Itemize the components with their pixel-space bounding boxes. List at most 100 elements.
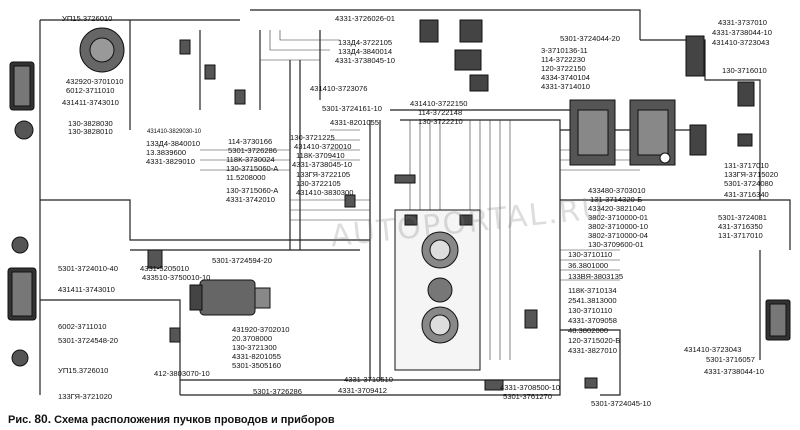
label-left-4: 130-3828030 xyxy=(68,119,113,128)
harness-lower-right xyxy=(560,329,621,396)
label-topright-5: 4331-3714010 xyxy=(541,82,590,91)
switch-center-icon xyxy=(344,194,356,208)
label-bottom-20: 4331-3708500-10 xyxy=(500,383,560,392)
label-bottom-22: 5301-3724045-10 xyxy=(591,399,651,408)
label-bottom-19: 4331-3709412 xyxy=(338,386,387,395)
label-bottom-8: 120-3715020-Б xyxy=(568,336,621,345)
sensor-small-icon xyxy=(234,89,246,105)
label-top-17: 431410-3720010 xyxy=(294,142,352,151)
label-topright-6: 431410-3722150 xyxy=(410,99,468,108)
label-top-18: 118К-3709410 xyxy=(296,151,345,160)
switch-bottom-icon xyxy=(169,327,181,343)
label-bottom-4: 2541.3813000 xyxy=(568,296,617,305)
label-bottom-13: 130-3721300 xyxy=(232,343,277,352)
fuse-icon xyxy=(484,379,504,391)
label-top-1: 133Д4-3722105 xyxy=(338,38,393,47)
label-bottom-5: 130-3710110 xyxy=(568,306,613,315)
label-topright-0: 5301-3724044-20 xyxy=(560,34,620,43)
sensor-bottom-icon xyxy=(584,377,598,389)
label-top-11: 11.5208000 xyxy=(226,173,266,182)
label-right-13: 3802-3710000-04 xyxy=(588,231,648,240)
label-bottom-21: 5301-3761270 xyxy=(503,392,552,401)
headlight-top-left-icon xyxy=(9,61,35,111)
label-left-5: 130-3828010 xyxy=(68,127,113,136)
harness-top-right xyxy=(640,39,761,130)
connector-left-icon xyxy=(147,249,163,269)
label-top-22: 431410-3830300 xyxy=(296,188,354,197)
label-topright-3: 120-3722150 xyxy=(541,64,586,73)
label-right-9: 131-3714320-Б xyxy=(590,195,643,204)
label-bottom-6: 4331-3709058 xyxy=(568,316,617,325)
label-top-23: 130-3715060-А xyxy=(226,186,279,195)
label-bottom-10: 5301-3724594-20 xyxy=(212,256,272,265)
label-right-17: 131-3717010 xyxy=(718,231,763,240)
label-top-13: 133Д4-3840010 xyxy=(146,139,201,148)
label-right-1: 4331-3738044-10 xyxy=(712,28,772,37)
label-bottom-0: 130-3710110 xyxy=(568,250,613,259)
label-top-4: 431410-3723076 xyxy=(310,84,368,93)
label-left-1: 432920-3701010 xyxy=(66,77,124,86)
label-right-3: 130-3716010 xyxy=(722,66,767,75)
label-left-3: 431411-3743010 xyxy=(62,98,119,107)
label-right-12: 3802-3710000-10 xyxy=(588,222,648,231)
label-top-6: 4331-8201055 xyxy=(330,118,379,127)
switch-icon xyxy=(204,64,216,80)
fuse-box-icon xyxy=(569,99,676,166)
label-right-16: 431-3716350 xyxy=(718,222,763,231)
label-left-10: 6002-3711010 xyxy=(58,322,107,331)
starter-icon xyxy=(189,279,271,316)
label-bottom-9: 4331-3827010 xyxy=(568,346,617,355)
harness-right xyxy=(730,130,791,360)
label-right-11: 3802-3710000-01 xyxy=(588,213,648,222)
label-top-19: 4331-3738045-10 xyxy=(292,160,352,169)
label-bottom-12: 20.3708000 xyxy=(232,334,273,343)
label-topright-7: 114-3722148 xyxy=(418,108,463,117)
label-left-0: УП15.3726010 xyxy=(62,14,113,23)
harness-lower-left xyxy=(40,299,181,395)
label-left-9: 431411-3743010 xyxy=(58,285,115,294)
figure-caption: Рис. 80. Схема расположения пучков прово… xyxy=(8,412,335,426)
label-top-7: 114-3730166 xyxy=(228,137,273,146)
lamp-lower-left-icon xyxy=(11,236,29,254)
harness-upper-branch xyxy=(129,20,321,130)
label-top-16: 130-3721225 xyxy=(290,133,335,142)
label-right-10: 433420-3821040 xyxy=(588,204,646,213)
label-bottom-18: 4331-3710510 xyxy=(344,375,393,384)
rear-lamp-right-icon xyxy=(765,299,791,341)
label-right-14: 130-3709600-01 xyxy=(588,240,644,249)
label-left-11: 5301-3724548-20 xyxy=(58,336,118,345)
label-left-6: 5301-3724010-40 xyxy=(58,264,118,273)
label-topright-2: 114-3722230 xyxy=(541,55,586,64)
connector-icon xyxy=(394,174,416,184)
label-top-21: 130-3722105 xyxy=(296,179,341,188)
label-bottomright-2: 4331-3738044-10 xyxy=(704,367,764,376)
label-top-15: 4331-3829010 xyxy=(146,157,195,166)
label-bottom-17: 5301-3726286 xyxy=(253,387,302,396)
headlight-bottom-left-icon xyxy=(7,267,37,321)
label-top-9: 118К-3730024 xyxy=(226,155,275,164)
instrument-panel-icon xyxy=(394,209,481,371)
label-right-4: 131-3717010 xyxy=(724,161,769,170)
harness-center-vertical xyxy=(289,60,381,380)
label-left-2: 6012-3711010 xyxy=(66,86,115,95)
label-bottom-1: 36.3801000 xyxy=(568,261,609,270)
label-top-10: 130-3715060-А xyxy=(226,164,279,173)
label-left-12: УП15.3726010 xyxy=(58,366,109,375)
harness-top xyxy=(40,9,641,40)
label-top-5: 5301-3724161-10 xyxy=(322,104,382,113)
caption-prefix: Рис. xyxy=(8,414,32,426)
label-left-13: 133ГЯ-3721020 xyxy=(58,392,113,401)
label-top-14: 13.3839600 xyxy=(146,148,187,157)
lamp-left-icon xyxy=(14,120,34,140)
label-bottomright-0: 431410-3723043 xyxy=(684,345,742,354)
label-left-8: 433510-3750010-10 xyxy=(142,273,211,282)
label-topright-1: 3-3710136-11 xyxy=(541,46,588,55)
label-top-0: 4331-3726026-01 xyxy=(335,14,395,23)
harness-middle xyxy=(130,239,370,251)
label-top-3: 4331-3738045-10 xyxy=(335,56,395,65)
label-top-12: 431410-3829030-10 xyxy=(147,129,202,135)
label-right-2: 431410-3723043 xyxy=(712,38,770,47)
label-right-7: 431-3716340 xyxy=(724,190,769,199)
label-topright-8: 130-3722210 xyxy=(418,117,463,126)
